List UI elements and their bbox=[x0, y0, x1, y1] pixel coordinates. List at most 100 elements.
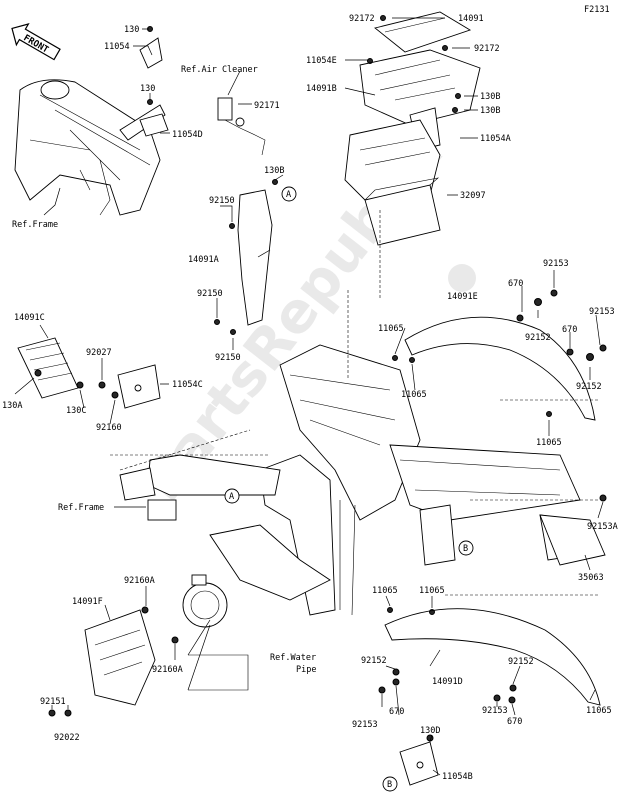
callout-92150-a: 92150 bbox=[209, 196, 235, 206]
fastener-92160A-a bbox=[141, 606, 149, 614]
fastener-92027 bbox=[98, 381, 106, 389]
callout-670-d: 670 bbox=[507, 717, 522, 727]
fender-14091E bbox=[404, 316, 596, 421]
callout-92152-c: 92152 bbox=[361, 656, 387, 666]
callout-130B-b: 130B bbox=[480, 106, 500, 116]
callout-11065-b: 11065 bbox=[401, 390, 427, 400]
callout-11054A: 11054A bbox=[480, 134, 511, 144]
callout-11054E: 11054E bbox=[306, 56, 337, 66]
ref-label-A1: A bbox=[286, 190, 291, 200]
callout-130-mid: 130 bbox=[140, 84, 155, 94]
callout-14091: 14091 bbox=[458, 14, 484, 24]
fastener-11065-e bbox=[429, 609, 435, 615]
bracket-11054B bbox=[399, 741, 439, 786]
callout-92153A: 92153A bbox=[587, 522, 618, 532]
callout-92152-a: 92152 bbox=[525, 333, 551, 343]
water-pump-housing bbox=[182, 574, 228, 628]
callout-670-a: 670 bbox=[508, 279, 523, 289]
callout-14091E: 14091E bbox=[447, 292, 478, 302]
callout-11065-d: 11065 bbox=[372, 586, 398, 596]
ref-label-A2: A bbox=[229, 492, 234, 502]
bracket-35063 bbox=[539, 514, 606, 566]
fastener-92152-b bbox=[586, 353, 594, 361]
fastener-11065-b bbox=[409, 357, 415, 363]
callout-92153-c: 92153 bbox=[352, 720, 378, 730]
fastener-92152-a bbox=[534, 298, 542, 306]
callout-ref-frame-topleft: Ref.Frame bbox=[12, 220, 58, 230]
fastener-92022 bbox=[64, 709, 72, 717]
callout-14091F: 14091F bbox=[72, 597, 103, 607]
callout-670-b: 670 bbox=[562, 325, 577, 335]
fastener-92151 bbox=[48, 709, 56, 717]
callout-92172-a: 92172 bbox=[349, 14, 375, 24]
callout-92172-b: 92172 bbox=[474, 44, 500, 54]
callout-92150-b: 92150 bbox=[197, 289, 223, 299]
bracket-11054C bbox=[117, 364, 161, 409]
callout-92153-d: 92153 bbox=[482, 706, 508, 716]
callout-92160A-b: 92160A bbox=[152, 665, 183, 675]
fastener-670-c bbox=[392, 678, 400, 686]
fastener-92153-c bbox=[378, 686, 386, 694]
callout-ref-water: Ref.Water bbox=[270, 653, 316, 663]
callout-92152-d: 92152 bbox=[508, 657, 534, 667]
battery-tray bbox=[344, 119, 441, 206]
guide-lines bbox=[110, 210, 600, 691]
fastener-670-a bbox=[516, 314, 524, 322]
fastener-92150-a bbox=[229, 223, 235, 229]
bracket-11054D bbox=[139, 113, 169, 137]
callout-92160A-a: 92160A bbox=[124, 576, 155, 586]
callout-130B-a: 130B bbox=[480, 92, 500, 102]
callout-130D: 130D bbox=[420, 726, 440, 736]
fastener-130B-a bbox=[455, 93, 461, 99]
callout-130B-c: 130B bbox=[264, 166, 284, 176]
watermark-gear-icon bbox=[448, 264, 476, 292]
ref-markers: A A B B bbox=[224, 186, 474, 792]
ref-circle-B2 bbox=[382, 776, 398, 792]
fastener-11065-a bbox=[392, 355, 398, 361]
callout-130A: 130A bbox=[2, 401, 22, 411]
callout-11054-top: 11054 bbox=[104, 42, 130, 52]
fasteners bbox=[34, 15, 607, 742]
callout-11065-f: 11065 bbox=[586, 706, 612, 716]
fastener-670-b bbox=[566, 348, 574, 356]
fastener-92152-d bbox=[509, 684, 517, 692]
callout-670-c: 670 bbox=[389, 707, 404, 717]
fastener-130C bbox=[76, 381, 84, 389]
callout-11065-a: 11065 bbox=[378, 324, 404, 334]
callout-11054B: 11054B bbox=[442, 772, 473, 782]
callout-11065-e: 11065 bbox=[419, 586, 445, 596]
callout-130C: 130C bbox=[66, 406, 86, 416]
callout-92153-b: 92153 bbox=[589, 307, 615, 317]
callout-92152-b: 92152 bbox=[576, 382, 602, 392]
fastener-11065-d bbox=[387, 607, 393, 613]
callout-92027: 92027 bbox=[86, 348, 112, 358]
callout-pipe: Pipe bbox=[296, 665, 316, 675]
callout-92150-c: 92150 bbox=[215, 353, 241, 363]
callout-92153-a: 92153 bbox=[543, 259, 569, 269]
ref-circle-A1 bbox=[281, 186, 297, 202]
callout-ref-frame-mid: Ref.Frame bbox=[58, 503, 104, 513]
callout-92022: 92022 bbox=[54, 733, 80, 743]
callout-14091D: 14091D bbox=[432, 677, 463, 687]
callout-14091C: 14091C bbox=[14, 313, 45, 323]
ref-circle-B1 bbox=[458, 540, 474, 556]
fender-14091D bbox=[384, 608, 601, 706]
fastener-11065-c bbox=[546, 411, 552, 417]
battery-32097 bbox=[364, 177, 441, 246]
callout-ref-air-cleaner: Ref.Air Cleaner bbox=[181, 65, 258, 75]
air-cleaner-fitting-92171 bbox=[217, 97, 266, 156]
fastener-130B-c bbox=[272, 179, 278, 185]
fastener-92153-d bbox=[493, 694, 501, 702]
callout-14091B: 14091B bbox=[306, 84, 337, 94]
fastener-130B-b bbox=[452, 107, 458, 113]
callout-11065-c: 11065 bbox=[536, 438, 562, 448]
fastener-92153A bbox=[599, 494, 607, 502]
ref-label-B2: B bbox=[387, 780, 392, 790]
fastener-92152-c bbox=[392, 668, 400, 676]
ref-circle-A2 bbox=[224, 488, 240, 504]
frame-headstock-sketch bbox=[14, 79, 166, 216]
fastener-670-d bbox=[508, 696, 516, 704]
front-arrow-icon: FRONT bbox=[11, 23, 61, 61]
callout-11054D: 11054D bbox=[172, 130, 203, 140]
fastener-130-mid bbox=[147, 99, 153, 105]
